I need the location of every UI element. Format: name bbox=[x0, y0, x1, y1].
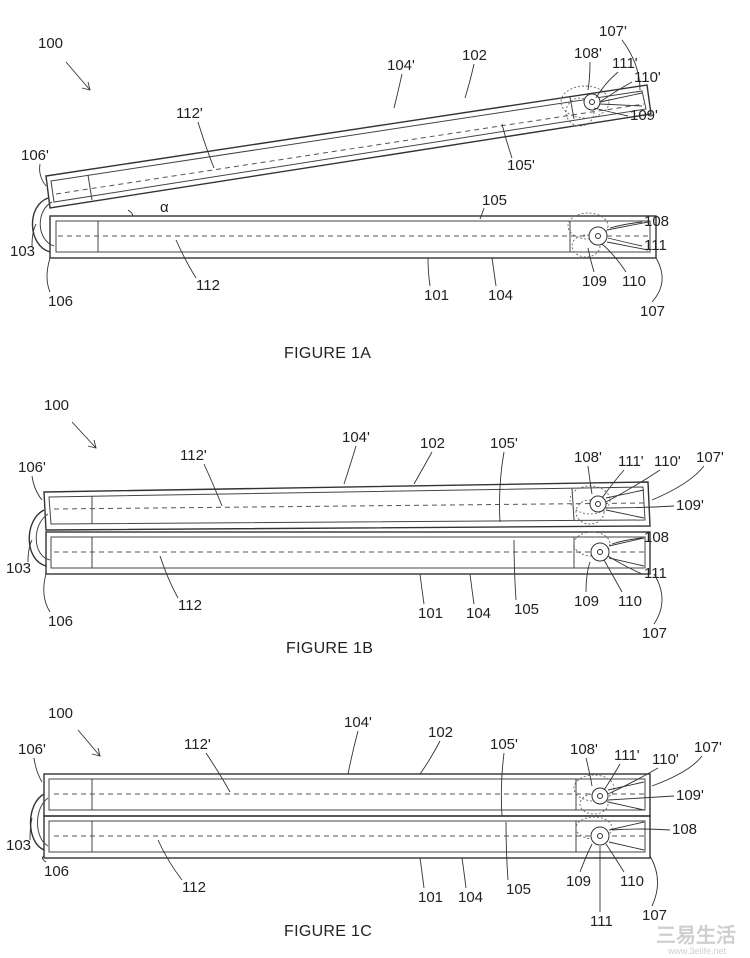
fig1b-label-112: 112 bbox=[178, 597, 202, 614]
fig1c-label-106p: 106' bbox=[18, 741, 46, 758]
fig1c-label-109p: 109' bbox=[676, 787, 704, 804]
fig1b-label-109p: 109' bbox=[676, 497, 704, 514]
fig1b-caption: FIGURE 1B bbox=[286, 640, 373, 657]
fig1c-label-101: 101 bbox=[418, 889, 443, 906]
fig1a-label-108p: 108' bbox=[574, 45, 602, 62]
fig1a-label-112: 112 bbox=[196, 277, 220, 294]
fig1a-label-105: 105 bbox=[482, 192, 507, 209]
fig1b-lower-housing bbox=[45, 531, 651, 575]
fig1a-label-110: 110 bbox=[622, 273, 646, 290]
figure-1b: 100 bbox=[6, 397, 724, 657]
fig1c-label-109: 109 bbox=[566, 873, 591, 890]
fig1a-connector bbox=[31, 197, 51, 253]
fig1a-label-107: 107 bbox=[640, 303, 665, 320]
fig1b-label-102: 102 bbox=[420, 435, 445, 452]
fig1a-connector-inner bbox=[39, 201, 55, 247]
fig1c-upper-housing bbox=[43, 773, 651, 817]
fig1c-lower-housing bbox=[43, 815, 651, 859]
fig1c-label-112p: 112' bbox=[184, 736, 211, 753]
fig1a-label-104: 104 bbox=[488, 287, 513, 304]
fig1a-label-109: 109 bbox=[582, 273, 607, 290]
fig1c-label-102: 102 bbox=[428, 724, 453, 741]
fig1b-label-107p: 107' bbox=[696, 449, 724, 466]
fig1b-label-107: 107 bbox=[642, 625, 667, 642]
fig1a-label-106: 106 bbox=[48, 293, 73, 310]
fig1c-label-107p: 107' bbox=[694, 739, 722, 756]
fig1b-label-108p: 108' bbox=[574, 449, 602, 466]
fig1c-label-107: 107 bbox=[642, 907, 667, 924]
fig1a-label-110p: 110' bbox=[634, 69, 661, 86]
fig1b-upper-housing bbox=[43, 481, 651, 531]
fig1b-label-111p: 111' bbox=[618, 453, 644, 470]
fig1c-label-108: 108 bbox=[672, 821, 697, 838]
fig1a-upper-housing bbox=[45, 84, 652, 209]
fig1b-label-104: 104 bbox=[466, 605, 491, 622]
fig1c-label-104: 104 bbox=[458, 889, 483, 906]
fig1b-label-110: 110 bbox=[618, 593, 642, 610]
fig1a-label-109p: 109' bbox=[630, 107, 658, 124]
fig1a-label-100: 100 bbox=[38, 35, 63, 52]
fig1a-label-alpha: α bbox=[160, 199, 169, 216]
fig1c-label-105: 105 bbox=[506, 881, 531, 898]
fig1b-label-109: 109 bbox=[574, 593, 599, 610]
fig1b-label-101: 101 bbox=[418, 605, 443, 622]
fig1c-caption: FIGURE 1C bbox=[284, 923, 372, 940]
fig1a-label-101: 101 bbox=[424, 287, 449, 304]
fig1c-label-104p: 104' bbox=[344, 714, 372, 731]
fig1c-label-110: 110 bbox=[620, 873, 644, 890]
fig1b-label-100: 100 bbox=[44, 397, 69, 414]
fig1b-label-106p: 106' bbox=[18, 459, 46, 476]
fig1b-label-105: 105 bbox=[514, 601, 539, 618]
figure-1a: 100 bbox=[10, 23, 669, 362]
fig1a-arrow-100 bbox=[65, 61, 91, 91]
fig1c-label-110p: 110' bbox=[652, 751, 679, 768]
fig1a-label-111p: 111' bbox=[612, 55, 638, 72]
fig1c-label-103: 103 bbox=[6, 837, 31, 854]
fig1a-angle-arc bbox=[127, 209, 133, 217]
fig1c-label-106: 106 bbox=[44, 863, 69, 880]
fig1b-label-110p: 110' bbox=[654, 453, 681, 470]
fig1b-label-111: 111 bbox=[644, 565, 667, 582]
fig1c-label-105p: 105' bbox=[490, 736, 518, 753]
fig1a-label-111: 111 bbox=[644, 237, 667, 254]
watermark-url: www.3elife.net bbox=[667, 946, 727, 956]
figure-1c: 100 bbox=[6, 705, 722, 940]
fig1c-label-112: 112 bbox=[182, 879, 206, 896]
watermark-brand: 三易生活 bbox=[656, 924, 736, 947]
fig1b-label-105p: 105' bbox=[490, 435, 518, 452]
fig1b-label-112p: 112' bbox=[180, 447, 207, 464]
fig1a-label-108: 108 bbox=[644, 213, 669, 230]
fig1a-label-106p: 106' bbox=[21, 147, 49, 164]
fig1c-label-108p: 108' bbox=[570, 741, 598, 758]
fig1b-connector bbox=[28, 509, 47, 567]
fig1c-label-111: 111 bbox=[590, 913, 613, 930]
fig1a-label-105p: 105' bbox=[507, 157, 535, 174]
fig1b-label-106: 106 bbox=[48, 613, 73, 630]
fig1a-label-104p: 104' bbox=[387, 57, 415, 74]
fig1a-caption: FIGURE 1A bbox=[284, 345, 371, 362]
fig1a-arrowhead-100 bbox=[81, 81, 91, 91]
fig1b-label-104p: 104' bbox=[342, 429, 370, 446]
fig1c-label-100: 100 bbox=[48, 705, 73, 722]
fig1a-label-107p: 107' bbox=[599, 23, 627, 40]
fig1b-label-103: 103 bbox=[6, 560, 31, 577]
fig1b-label-108: 108 bbox=[644, 529, 669, 546]
fig1c-label-111p: 111' bbox=[614, 747, 640, 764]
fig1a-lower-housing bbox=[49, 212, 657, 259]
fig1a-label-102: 102 bbox=[462, 47, 487, 64]
fig1a-label-103: 103 bbox=[10, 243, 35, 260]
fig1a-label-112p: 112' bbox=[176, 105, 203, 122]
